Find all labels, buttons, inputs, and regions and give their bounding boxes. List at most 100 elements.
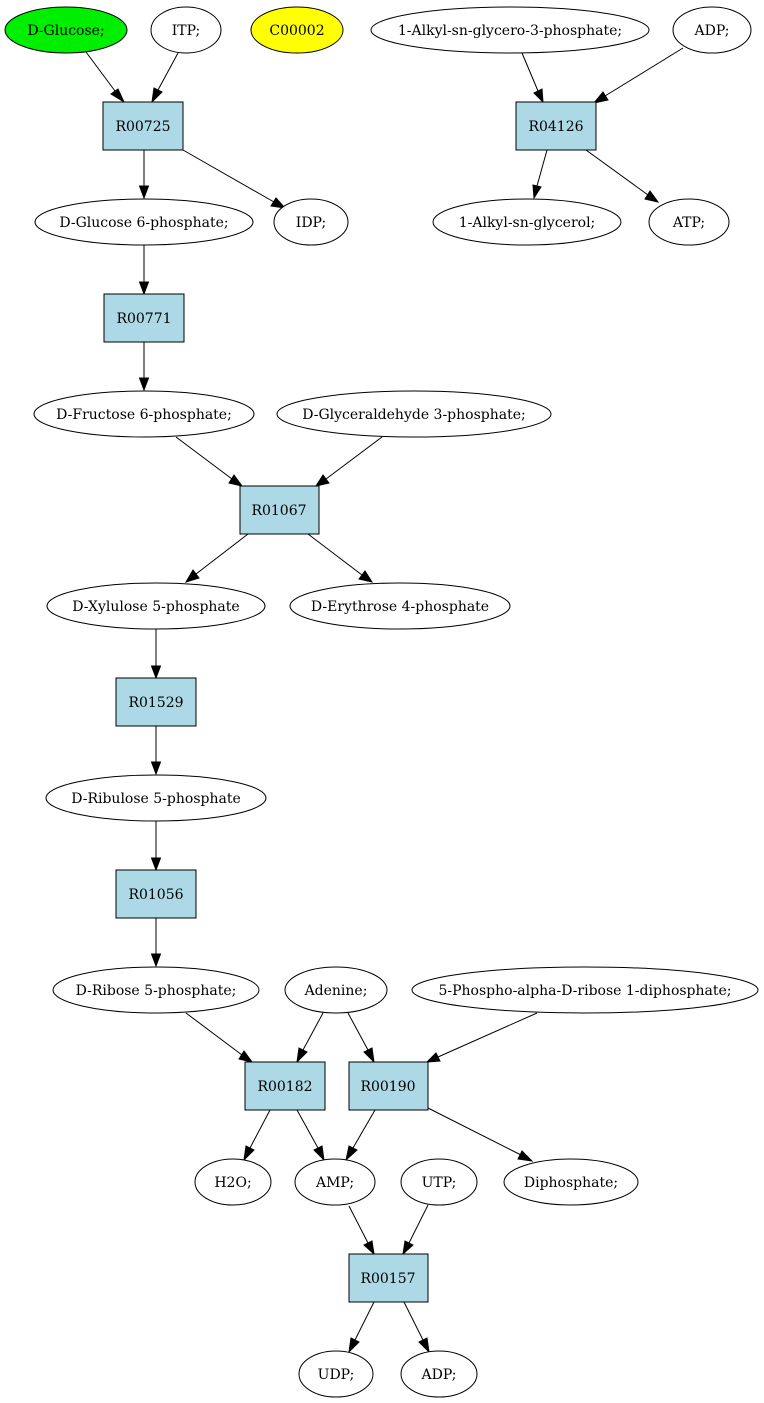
arrowhead	[270, 197, 287, 209]
compound-idp[interactable]: IDP;	[273, 198, 349, 246]
compound-d-glucose-6-phosphate[interactable]: D-Glucose 6-phosphate;	[34, 198, 254, 246]
arrowhead	[517, 1150, 534, 1162]
reaction-nodes: R00725 R04126 R00771 R01067 R01529 R0105…	[102, 101, 597, 1303]
reaction-r00725[interactable]: R00725	[102, 101, 184, 151]
compound-1-alkyl-sn-glycero-3-phosphate[interactable]: 1-Alkyl-sn-glycero-3-phosphate;	[370, 6, 650, 54]
compound-label: 1-Alkyl-sn-glycero-3-phosphate;	[398, 23, 622, 39]
compound-label: Diphosphate;	[524, 1175, 618, 1191]
arrowhead	[348, 1337, 360, 1354]
arrowhead	[345, 1145, 358, 1162]
reaction-r04126[interactable]: R04126	[515, 101, 597, 151]
edge-df6p-r01067	[175, 436, 233, 480]
compound-label: ATP;	[672, 215, 705, 231]
compound-amp[interactable]: AMP;	[294, 1158, 376, 1206]
compound-atp[interactable]: ATP;	[648, 198, 730, 246]
compound-h2o[interactable]: H2O;	[194, 1158, 272, 1206]
compound-label: D-Glyceraldehyde 3-phosphate;	[302, 407, 525, 423]
reaction-label: R00725	[115, 119, 170, 135]
compound-label: 5-Phospho-alpha-D-ribose 1-diphosphate;	[438, 983, 731, 999]
arrowhead	[313, 1145, 325, 1162]
arrowhead	[150, 761, 162, 776]
reaction-label: R01529	[128, 695, 183, 711]
compound-label: D-Ribulose 5-phosphate	[71, 791, 241, 807]
compound-c00002[interactable]: C00002	[250, 6, 344, 54]
compound-adenine[interactable]: Adenine;	[284, 966, 388, 1014]
compound-itp[interactable]: ITP;	[150, 6, 222, 54]
arrowhead	[110, 88, 126, 104]
arrowhead	[418, 1337, 430, 1354]
arrowhead	[150, 857, 162, 872]
compound-label: UTP;	[422, 1175, 457, 1191]
arrowhead	[228, 474, 244, 487]
edges	[85, 47, 684, 1354]
compound-d-xylulose-5-phosphate[interactable]: D-Xylulose 5-phosphate	[46, 582, 266, 630]
compound-label: Adenine;	[304, 983, 368, 999]
reaction-label: R00190	[360, 1079, 415, 1095]
edge-r01067-dx5p	[195, 533, 249, 575]
compound-adp-top[interactable]: ADP;	[672, 6, 752, 54]
compound-d-glyceraldehyde-3-phosphate[interactable]: D-Glyceraldehyde 3-phosphate;	[276, 390, 552, 438]
compound-1-alkyl-sn-glycerol[interactable]: 1-Alkyl-sn-glycerol;	[432, 198, 622, 246]
compound-nodes: D-Glucose; ITP; C00002 1-Alkyl-sn-glycer…	[4, 6, 759, 1398]
compound-label: D-Xylulose 5-phosphate	[72, 599, 239, 615]
edge-utp-r00157	[408, 1204, 429, 1244]
reaction-label: R04126	[528, 119, 583, 135]
compound-label: D-Glucose 6-phosphate;	[59, 215, 228, 231]
edge-r01067-de4p	[307, 533, 363, 576]
arrowhead	[363, 1240, 375, 1256]
arrowhead	[533, 88, 544, 104]
arrowhead	[532, 184, 542, 200]
compound-d-glucose[interactable]: D-Glucose;	[4, 6, 128, 54]
arrowhead	[151, 87, 163, 104]
compound-diphosphate[interactable]: Diphosphate;	[503, 1158, 639, 1206]
edge-r00182-h2o	[249, 1109, 271, 1149]
reaction-label: R01067	[251, 503, 306, 519]
reaction-label: R00771	[116, 311, 171, 327]
reaction-r00157[interactable]: R00157	[348, 1253, 429, 1303]
compound-d-fructose-6-phosphate[interactable]: D-Fructose 6-phosphate;	[33, 390, 255, 438]
arrowhead	[363, 1047, 375, 1064]
arrowhead	[138, 185, 150, 200]
compound-label: H2O;	[214, 1175, 251, 1191]
compound-utp[interactable]: UTP;	[400, 1158, 478, 1206]
edge-prpp-r00190	[437, 1012, 538, 1058]
reaction-r00190[interactable]: R00190	[348, 1061, 429, 1111]
compound-label: ADP;	[421, 1367, 457, 1383]
arrowhead	[425, 1052, 441, 1063]
reaction-r00182[interactable]: R00182	[244, 1061, 326, 1111]
edge-itp-r00725	[157, 52, 179, 91]
arrowhead	[358, 570, 374, 583]
reaction-r01067[interactable]: R01067	[239, 485, 320, 535]
arrowhead	[644, 190, 660, 203]
arrowhead	[150, 665, 162, 680]
compound-d-ribulose-5-phosphate[interactable]: D-Ribulose 5-phosphate	[45, 774, 267, 822]
arrowhead	[184, 569, 200, 583]
compound-label: 1-Alkyl-sn-glycerol;	[459, 215, 596, 231]
compound-adp-bottom[interactable]: ADP;	[400, 1350, 478, 1398]
edge-r00190-amp	[352, 1109, 376, 1149]
reaction-r01529[interactable]: R01529	[115, 677, 197, 727]
reaction-label: R01056	[128, 887, 183, 903]
edge-r04126-atp	[585, 149, 649, 196]
edge-dglucose-r00725	[85, 51, 116, 92]
arrowhead	[150, 953, 162, 968]
reaction-r00771[interactable]: R00771	[103, 293, 185, 343]
edge-dga3p-r01067	[325, 436, 383, 480]
edge-r00725-idp	[182, 149, 275, 203]
compound-label: C00002	[269, 23, 324, 39]
edge-r04126-alkylglycerol	[536, 149, 548, 187]
compound-d-erythrose-4-phosphate[interactable]: D-Erythrose 4-phosphate	[289, 582, 511, 630]
arrowhead	[314, 474, 330, 487]
compound-label: UDP;	[318, 1367, 355, 1383]
compound-label: D-Ribose 5-phosphate;	[76, 983, 237, 999]
compound-d-ribose-5-phosphate[interactable]: D-Ribose 5-phosphate;	[52, 966, 260, 1014]
reaction-r01056[interactable]: R01056	[115, 869, 197, 919]
compound-label: AMP;	[315, 1175, 354, 1191]
compound-5-phospho-alpha-d-ribose-1-diphosphate[interactable]: 5-Phospho-alpha-D-ribose 1-diphosphate;	[411, 966, 759, 1014]
reaction-label: R00157	[360, 1271, 415, 1287]
edge-r00182-amp	[296, 1109, 319, 1149]
reaction-label: R00182	[257, 1079, 312, 1095]
compound-udp[interactable]: UDP;	[298, 1350, 374, 1398]
edge-amp-r00157	[348, 1205, 369, 1244]
